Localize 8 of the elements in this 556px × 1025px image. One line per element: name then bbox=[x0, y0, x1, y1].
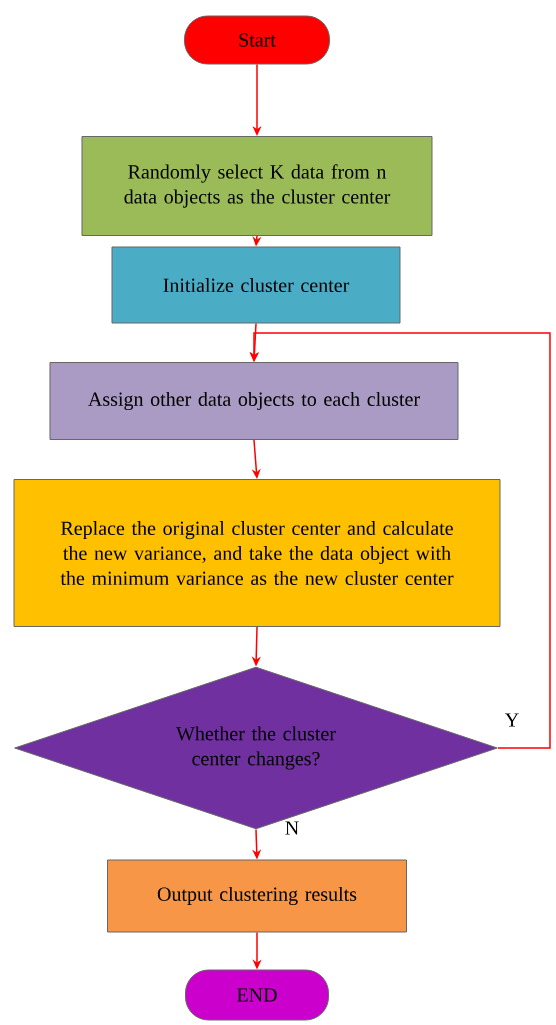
edge-label: Y bbox=[503, 712, 521, 728]
process-box: Randomly select K data from n data objects as the cluster center bbox=[81, 136, 433, 236]
end-terminal: END bbox=[185, 969, 329, 1021]
process-box: Initialize cluster center bbox=[111, 246, 401, 324]
process-box: Assign other data objects to each cluster bbox=[49, 362, 459, 440]
process-box: Output clustering results bbox=[107, 859, 407, 933]
process-box: Replace the original cluster center and calculate the new variance, and take the data object with the minimum variance as the new cluster center bbox=[13, 479, 501, 627]
start-terminal: Start bbox=[184, 15, 330, 65]
